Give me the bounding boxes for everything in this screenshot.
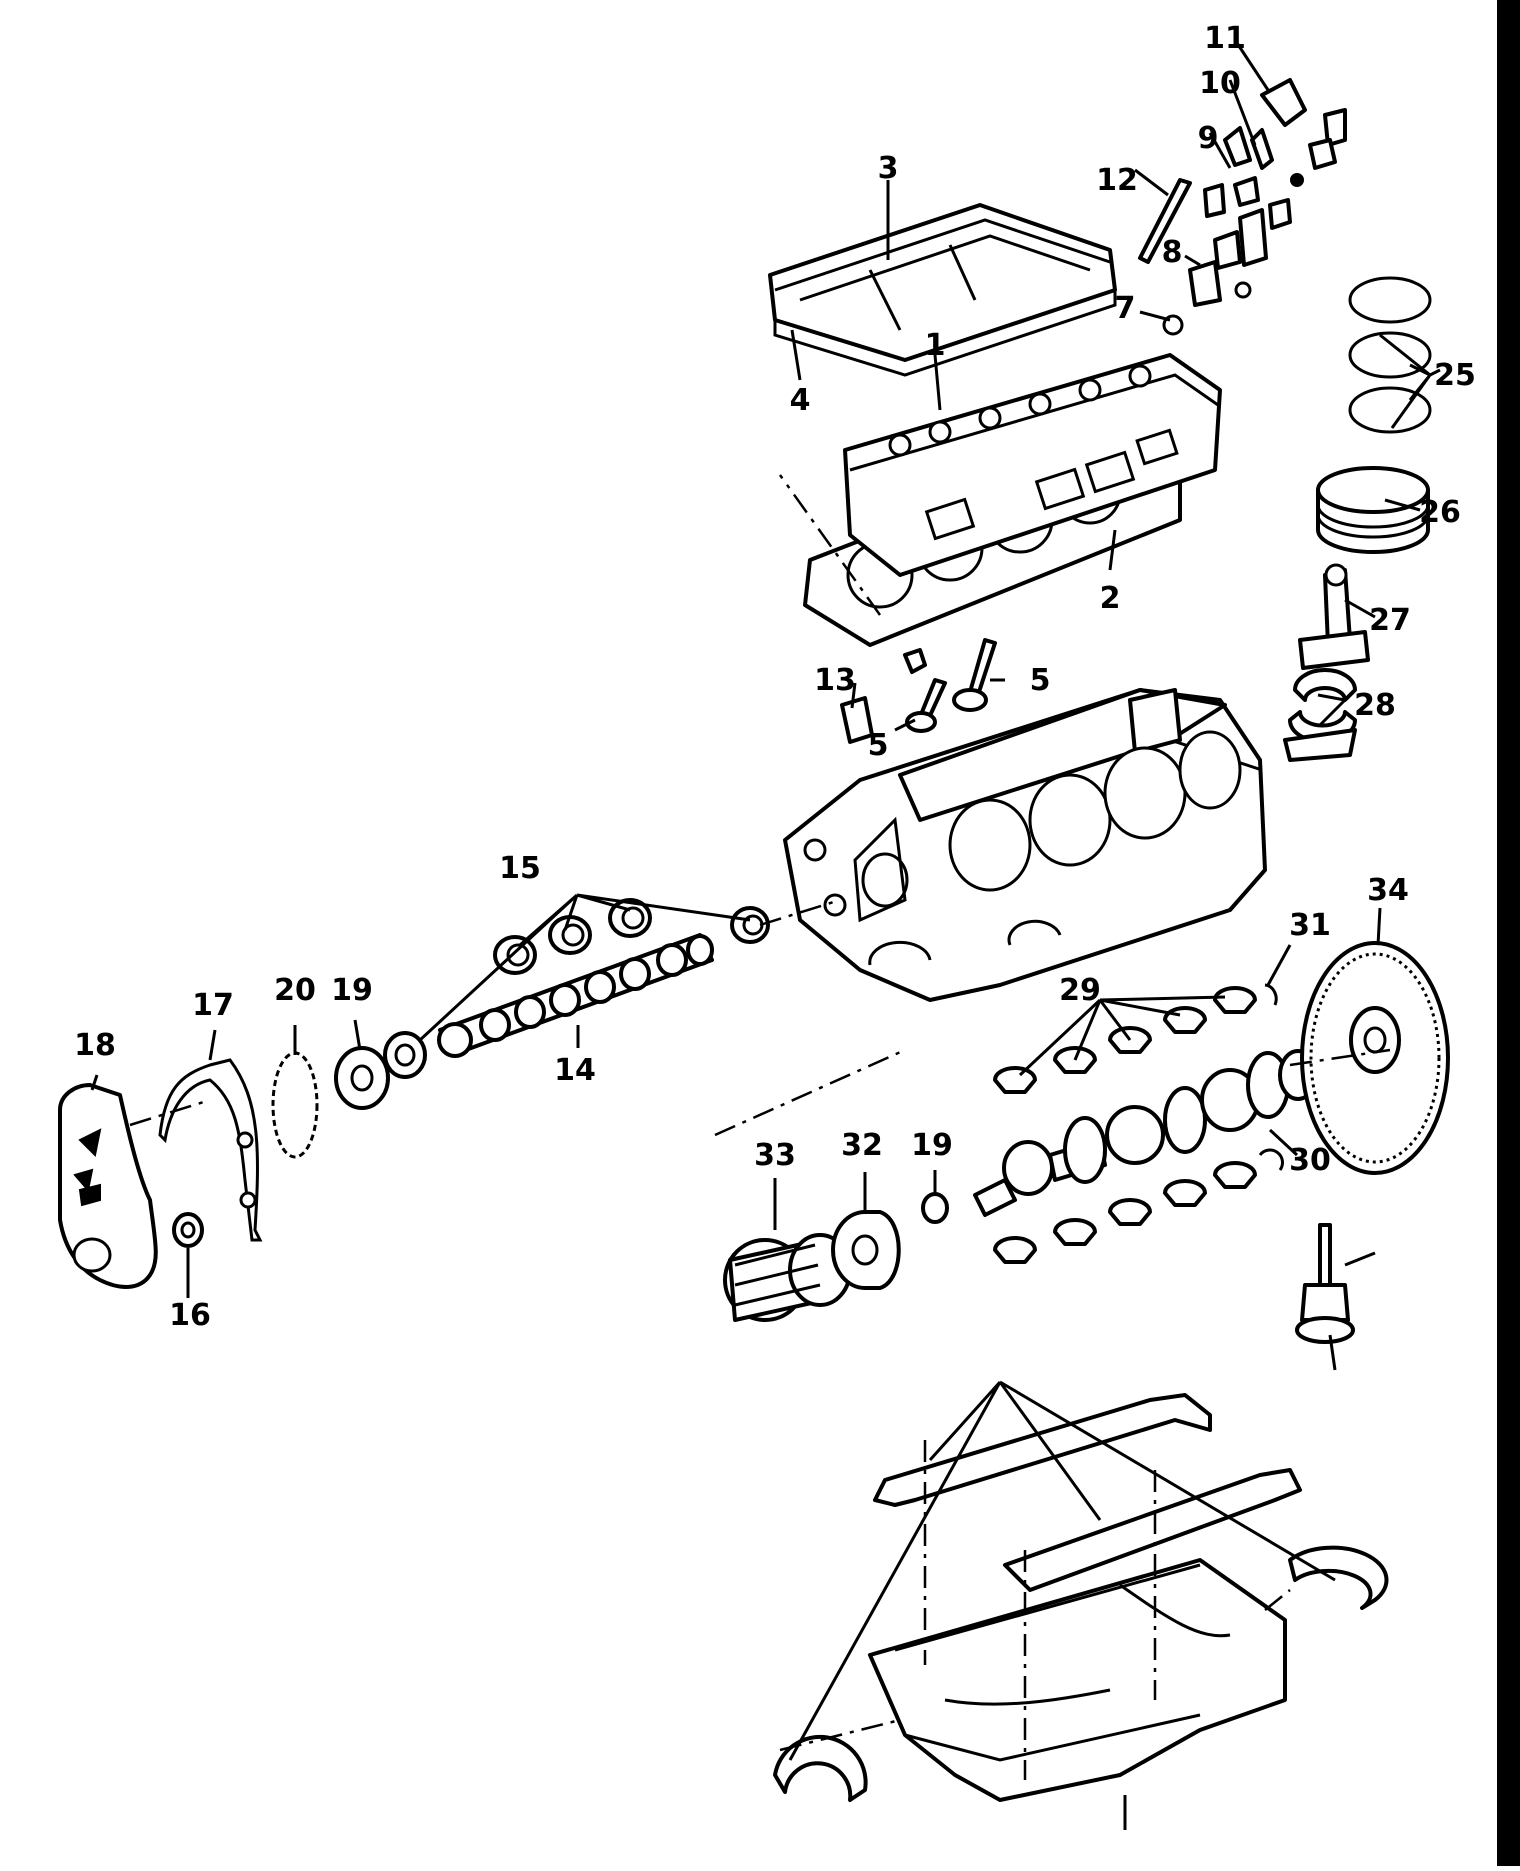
callout-28: 32 <box>841 1128 883 1163</box>
crankshaft <box>973 1049 1318 1217</box>
callout-30: 34 <box>1367 873 1409 908</box>
crank-pulley <box>831 1210 901 1290</box>
lifter <box>840 696 874 744</box>
callout-11: 11 <box>1204 21 1246 56</box>
callout-labels: 3 4 1 2 5 5 7 8 9 10 11 12 13 25 26 27 2… <box>74 21 1476 1333</box>
callout-25: 29 <box>1059 973 1101 1008</box>
callout-9: 9 <box>1198 121 1219 156</box>
callout-14: 14 <box>554 1053 596 1088</box>
callout-5-lower: 5 <box>868 728 889 763</box>
callout-19-lower: 19 <box>911 1128 953 1163</box>
callout-13: 13 <box>814 663 856 698</box>
callout-27: 31 <box>1289 908 1331 943</box>
rod-bearing <box>1283 668 1357 762</box>
callout-19-upper: 19 <box>331 973 373 1008</box>
callout-17: 17 <box>192 988 234 1023</box>
engine-block <box>783 688 1267 1002</box>
main-bearings-upper <box>993 986 1257 1094</box>
front-cover-gasket <box>158 1058 263 1242</box>
oil-pan <box>868 1558 1287 1802</box>
valve-train-parts <box>1138 78 1347 336</box>
timing-cover <box>58 1083 158 1289</box>
callout-23: 27 <box>1369 603 1411 638</box>
callout-3: 3 <box>878 151 899 186</box>
flexplate <box>1300 941 1450 1175</box>
front-oil-seal <box>172 1212 204 1248</box>
page-edge-bar <box>1497 0 1520 1866</box>
valves <box>903 638 997 733</box>
oil-pump <box>1295 1223 1355 1344</box>
callout-18: 18 <box>74 1028 116 1063</box>
callout-24: 28 <box>1354 688 1396 723</box>
connecting-rod <box>1298 563 1370 670</box>
leader-lines <box>90 39 1441 1830</box>
callout-15: 15 <box>499 851 541 886</box>
callout-10: 10 <box>1199 66 1241 101</box>
callout-22: 26 <box>1419 495 1461 530</box>
callout-26: 30 <box>1289 1143 1331 1178</box>
oil-pan-gaskets <box>773 1393 1389 1802</box>
valve-cover <box>768 203 1117 377</box>
timing-chain <box>271 1051 319 1159</box>
cylinder-head <box>843 353 1222 577</box>
callout-7: 7 <box>1115 291 1136 326</box>
thrust-washer <box>1264 983 1278 1006</box>
callout-21: 25 <box>1434 358 1476 393</box>
piston-rings <box>1348 276 1432 434</box>
crank-gear <box>921 1192 949 1224</box>
callout-4: 4 <box>790 383 811 418</box>
piston <box>1316 466 1430 554</box>
callout-29: 33 <box>754 1138 796 1173</box>
main-bearings-lower <box>993 1148 1284 1264</box>
timing-gear-cam <box>334 1046 390 1110</box>
callout-8: 8 <box>1162 235 1183 270</box>
callout-2: 2 <box>1100 581 1121 616</box>
cam-washer <box>383 1031 427 1079</box>
callout-16: 16 <box>169 1298 211 1333</box>
camshaft <box>437 933 714 1058</box>
callout-12: 12 <box>1096 163 1138 198</box>
callout-20: 20 <box>274 973 316 1008</box>
callout-5-upper: 5 <box>1030 663 1051 698</box>
callout-1: 1 <box>925 328 946 363</box>
